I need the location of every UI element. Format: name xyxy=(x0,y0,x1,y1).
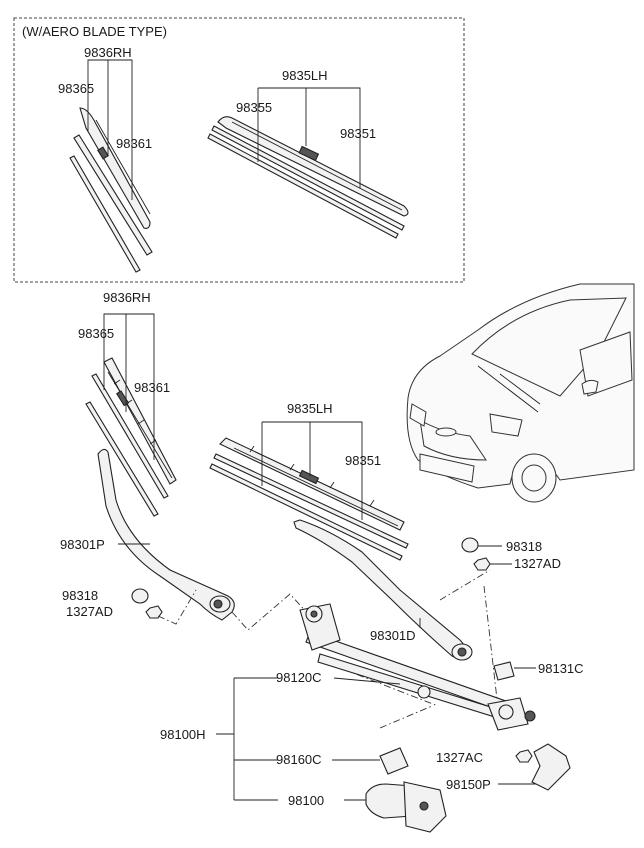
inset-label-9835lh: 9835LH xyxy=(282,68,328,83)
aero-blade-inset: (W/AERO BLADE TYPE) 9836RH 98365 98361 9… xyxy=(13,17,465,283)
label-98318-left: 98318 xyxy=(62,588,98,603)
label-1327ac: 1327AC xyxy=(436,750,483,765)
main-lh-rubber-strip xyxy=(209,463,403,561)
main-label-98365: 98365 xyxy=(78,326,114,341)
inset-title: (W/AERO BLADE TYPE) xyxy=(22,24,167,39)
car-side-mirror xyxy=(581,379,599,395)
assembly-part-leaders xyxy=(332,677,401,801)
inset-lh-spoiler-line xyxy=(231,121,403,211)
inset-rh-leader-lines xyxy=(87,59,133,200)
car-lower-grille xyxy=(419,453,475,483)
main-rh-blade-rubber xyxy=(91,373,169,499)
main-rh-blade-frame xyxy=(103,357,177,485)
motor-output-shaft xyxy=(419,801,429,811)
arm-lh-body xyxy=(293,519,467,661)
linkage-left-pivot-shaft xyxy=(310,610,318,618)
inset-rh-blade-parts xyxy=(69,107,153,273)
inset-lh-rubber-strip xyxy=(207,133,399,239)
inset-rh-blade-clip xyxy=(97,146,109,160)
arm-rh-pivot-nut xyxy=(213,599,223,609)
label-98150p: 98150P xyxy=(446,777,491,792)
car-headlights xyxy=(409,403,523,437)
main-rh-leader-lines xyxy=(103,313,155,460)
main-label-98361: 98361 xyxy=(134,380,170,395)
main-rh-blade-parts xyxy=(85,357,177,517)
label-98100: 98100 xyxy=(288,793,324,808)
nut-left-1327ad xyxy=(145,605,163,619)
arm-lh-pivot-nut xyxy=(457,647,467,657)
inset-label-98351: 98351 xyxy=(340,126,376,141)
inset-rh-rubber-strip xyxy=(69,155,141,273)
inset-label-98365: 98365 xyxy=(58,81,94,96)
label-98100h: 98100H xyxy=(160,727,206,742)
inset-rh-blade-rubber xyxy=(73,134,153,256)
inset-label-98361: 98361 xyxy=(116,136,152,151)
inset-rh-spoiler-line xyxy=(95,119,151,215)
assembly-chain-lines xyxy=(157,569,499,729)
inset-label-9836rh: 9836RH xyxy=(84,45,132,60)
cap-left-98318 xyxy=(131,588,149,604)
car-wheel-hub xyxy=(521,464,547,492)
main-lh-blade-rubber xyxy=(213,453,409,549)
inset-lh-blade-rubber xyxy=(211,125,405,231)
label-98318-right: 98318 xyxy=(506,539,542,554)
inset-label-98355: 98355 xyxy=(236,100,272,115)
cap-pivot-98131c xyxy=(493,661,515,681)
nut-right-1327ad xyxy=(473,557,491,571)
linkage-right-bushing xyxy=(524,710,536,722)
car-wiper-blades xyxy=(477,365,541,413)
label-1327ad-left: 1327AD xyxy=(66,604,113,619)
assembly-bracket-lines xyxy=(216,677,278,801)
inset-lh-aero-blade xyxy=(217,116,409,217)
nut-bracket-1327ac xyxy=(515,749,533,763)
label-98301p: 98301P xyxy=(60,537,105,552)
car-illustration xyxy=(406,283,635,503)
label-98131c: 98131C xyxy=(538,661,584,676)
linkage-right-pivot xyxy=(498,704,514,720)
car-emblem xyxy=(435,427,457,437)
inset-lh-blade-parts xyxy=(207,116,409,239)
inset-dashed-border xyxy=(13,17,465,283)
linkage-main-bar xyxy=(305,631,521,717)
label-98120c: 98120C xyxy=(276,670,322,685)
main-lh-blade-parts xyxy=(209,437,409,561)
inset-rh-aero-blade xyxy=(79,107,151,229)
main-label-98351: 98351 xyxy=(345,453,381,468)
crank-98160c xyxy=(379,747,409,775)
wiper-arm-lh xyxy=(293,519,473,661)
main-rh-frame-detail xyxy=(107,371,173,479)
wiper-arm-rh xyxy=(97,448,235,621)
bracket-98150p xyxy=(531,743,571,791)
linkage-rod xyxy=(317,653,501,719)
car-windshield xyxy=(471,297,627,397)
label-98160c: 98160C xyxy=(276,752,322,767)
linkage-assembly xyxy=(299,603,536,731)
label-98301d: 98301D xyxy=(370,628,416,643)
main-lh-leader-lines xyxy=(261,421,363,520)
main-rh-rubber-strip xyxy=(85,401,159,517)
inset-lh-blade-clip xyxy=(298,145,320,162)
inset-lh-leader-lines xyxy=(257,87,361,188)
wiper-motor-98100 xyxy=(365,781,447,833)
label-1327ad-right: 1327AD xyxy=(514,556,561,571)
linkage-crank-joint xyxy=(417,685,431,699)
main-lh-frame-detail xyxy=(233,445,399,527)
cap-right-98318 xyxy=(461,537,479,553)
main-label-9835lh: 9835LH xyxy=(287,401,333,416)
main-label-9836rh: 9836RH xyxy=(103,290,151,305)
